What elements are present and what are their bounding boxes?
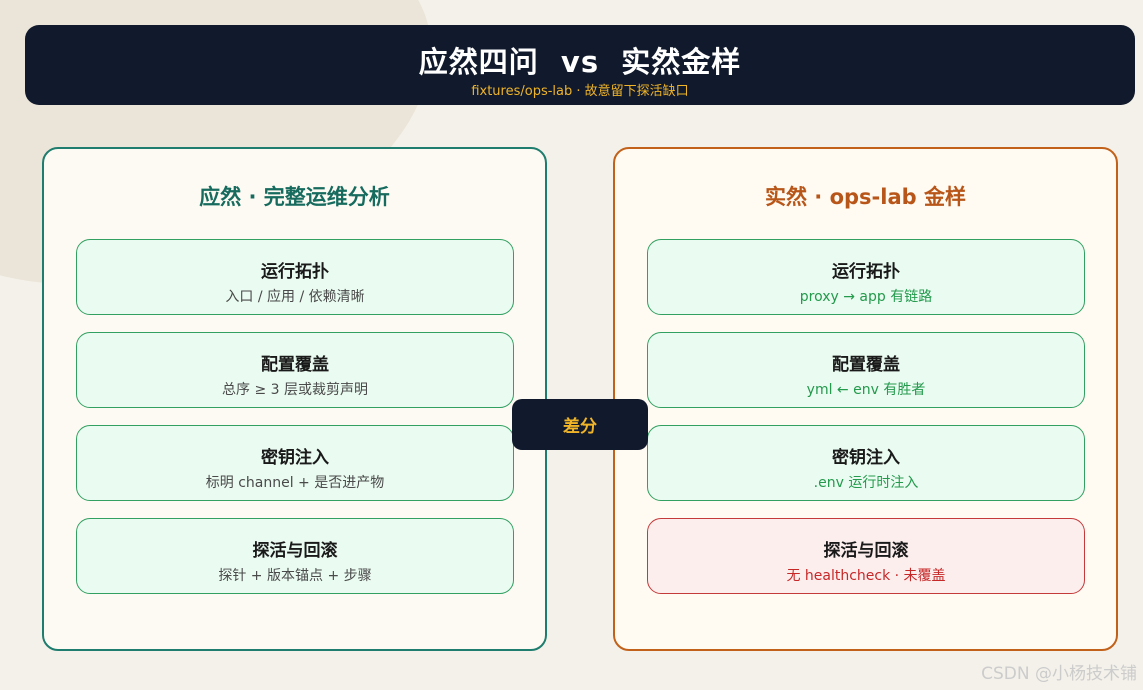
right-card-topology: 运行拓扑 proxy → app 有链路 [647, 239, 1085, 315]
card-desc: 探针 + 版本锚点 + 步骤 [218, 568, 372, 584]
diff-badge: 差分 [512, 399, 648, 450]
right-panel-title: 实然 · ops-lab 金样 [765, 185, 966, 209]
card-desc: 总序 ≥ 3 层或裁剪声明 [222, 382, 368, 398]
right-panel: 实然 · ops-lab 金样 运行拓扑 proxy → app 有链路 配置覆… [613, 147, 1118, 651]
left-card-probe-rollback: 探活与回滚 探针 + 版本锚点 + 步骤 [76, 518, 514, 594]
card-title: 运行拓扑 [832, 262, 900, 282]
left-card-config: 配置覆盖 总序 ≥ 3 层或裁剪声明 [76, 332, 514, 408]
page-subtitle: fixtures/ops-lab · 故意留下探活缺口 [471, 84, 689, 99]
header-banner: 应然四问 vs 实然金样 fixtures/ops-lab · 故意留下探活缺口 [25, 25, 1135, 105]
right-card-config: 配置覆盖 yml ← env 有胜者 [647, 332, 1085, 408]
card-desc: 无 healthcheck · 未覆盖 [786, 568, 946, 584]
card-title: 运行拓扑 [261, 262, 329, 282]
left-panel-title: 应然 · 完整运维分析 [199, 185, 390, 209]
left-panel: 应然 · 完整运维分析 运行拓扑 入口 / 应用 / 依赖清晰 配置覆盖 总序 … [42, 147, 547, 651]
card-desc: 入口 / 应用 / 依赖清晰 [225, 289, 365, 305]
card-title: 探活与回滚 [252, 541, 338, 561]
card-desc: .env 运行时注入 [813, 475, 919, 491]
right-card-secrets: 密钥注入 .env 运行时注入 [647, 425, 1085, 501]
left-card-secrets: 密钥注入 标明 channel + 是否进产物 [76, 425, 514, 501]
card-title: 配置覆盖 [261, 355, 329, 375]
left-card-topology: 运行拓扑 入口 / 应用 / 依赖清晰 [76, 239, 514, 315]
watermark: CSDN @小杨技术铺 [981, 664, 1137, 684]
card-title: 探活与回滚 [823, 541, 909, 561]
card-title: 密钥注入 [261, 448, 329, 468]
page-title: 应然四问 vs 实然金样 [418, 45, 742, 79]
card-title: 密钥注入 [832, 448, 900, 468]
card-desc: 标明 channel + 是否进产物 [205, 475, 385, 491]
card-desc: yml ← env 有胜者 [806, 382, 926, 398]
right-card-probe-rollback: 探活与回滚 无 healthcheck · 未覆盖 [647, 518, 1085, 594]
card-title: 配置覆盖 [832, 355, 900, 375]
card-desc: proxy → app 有链路 [799, 289, 933, 305]
